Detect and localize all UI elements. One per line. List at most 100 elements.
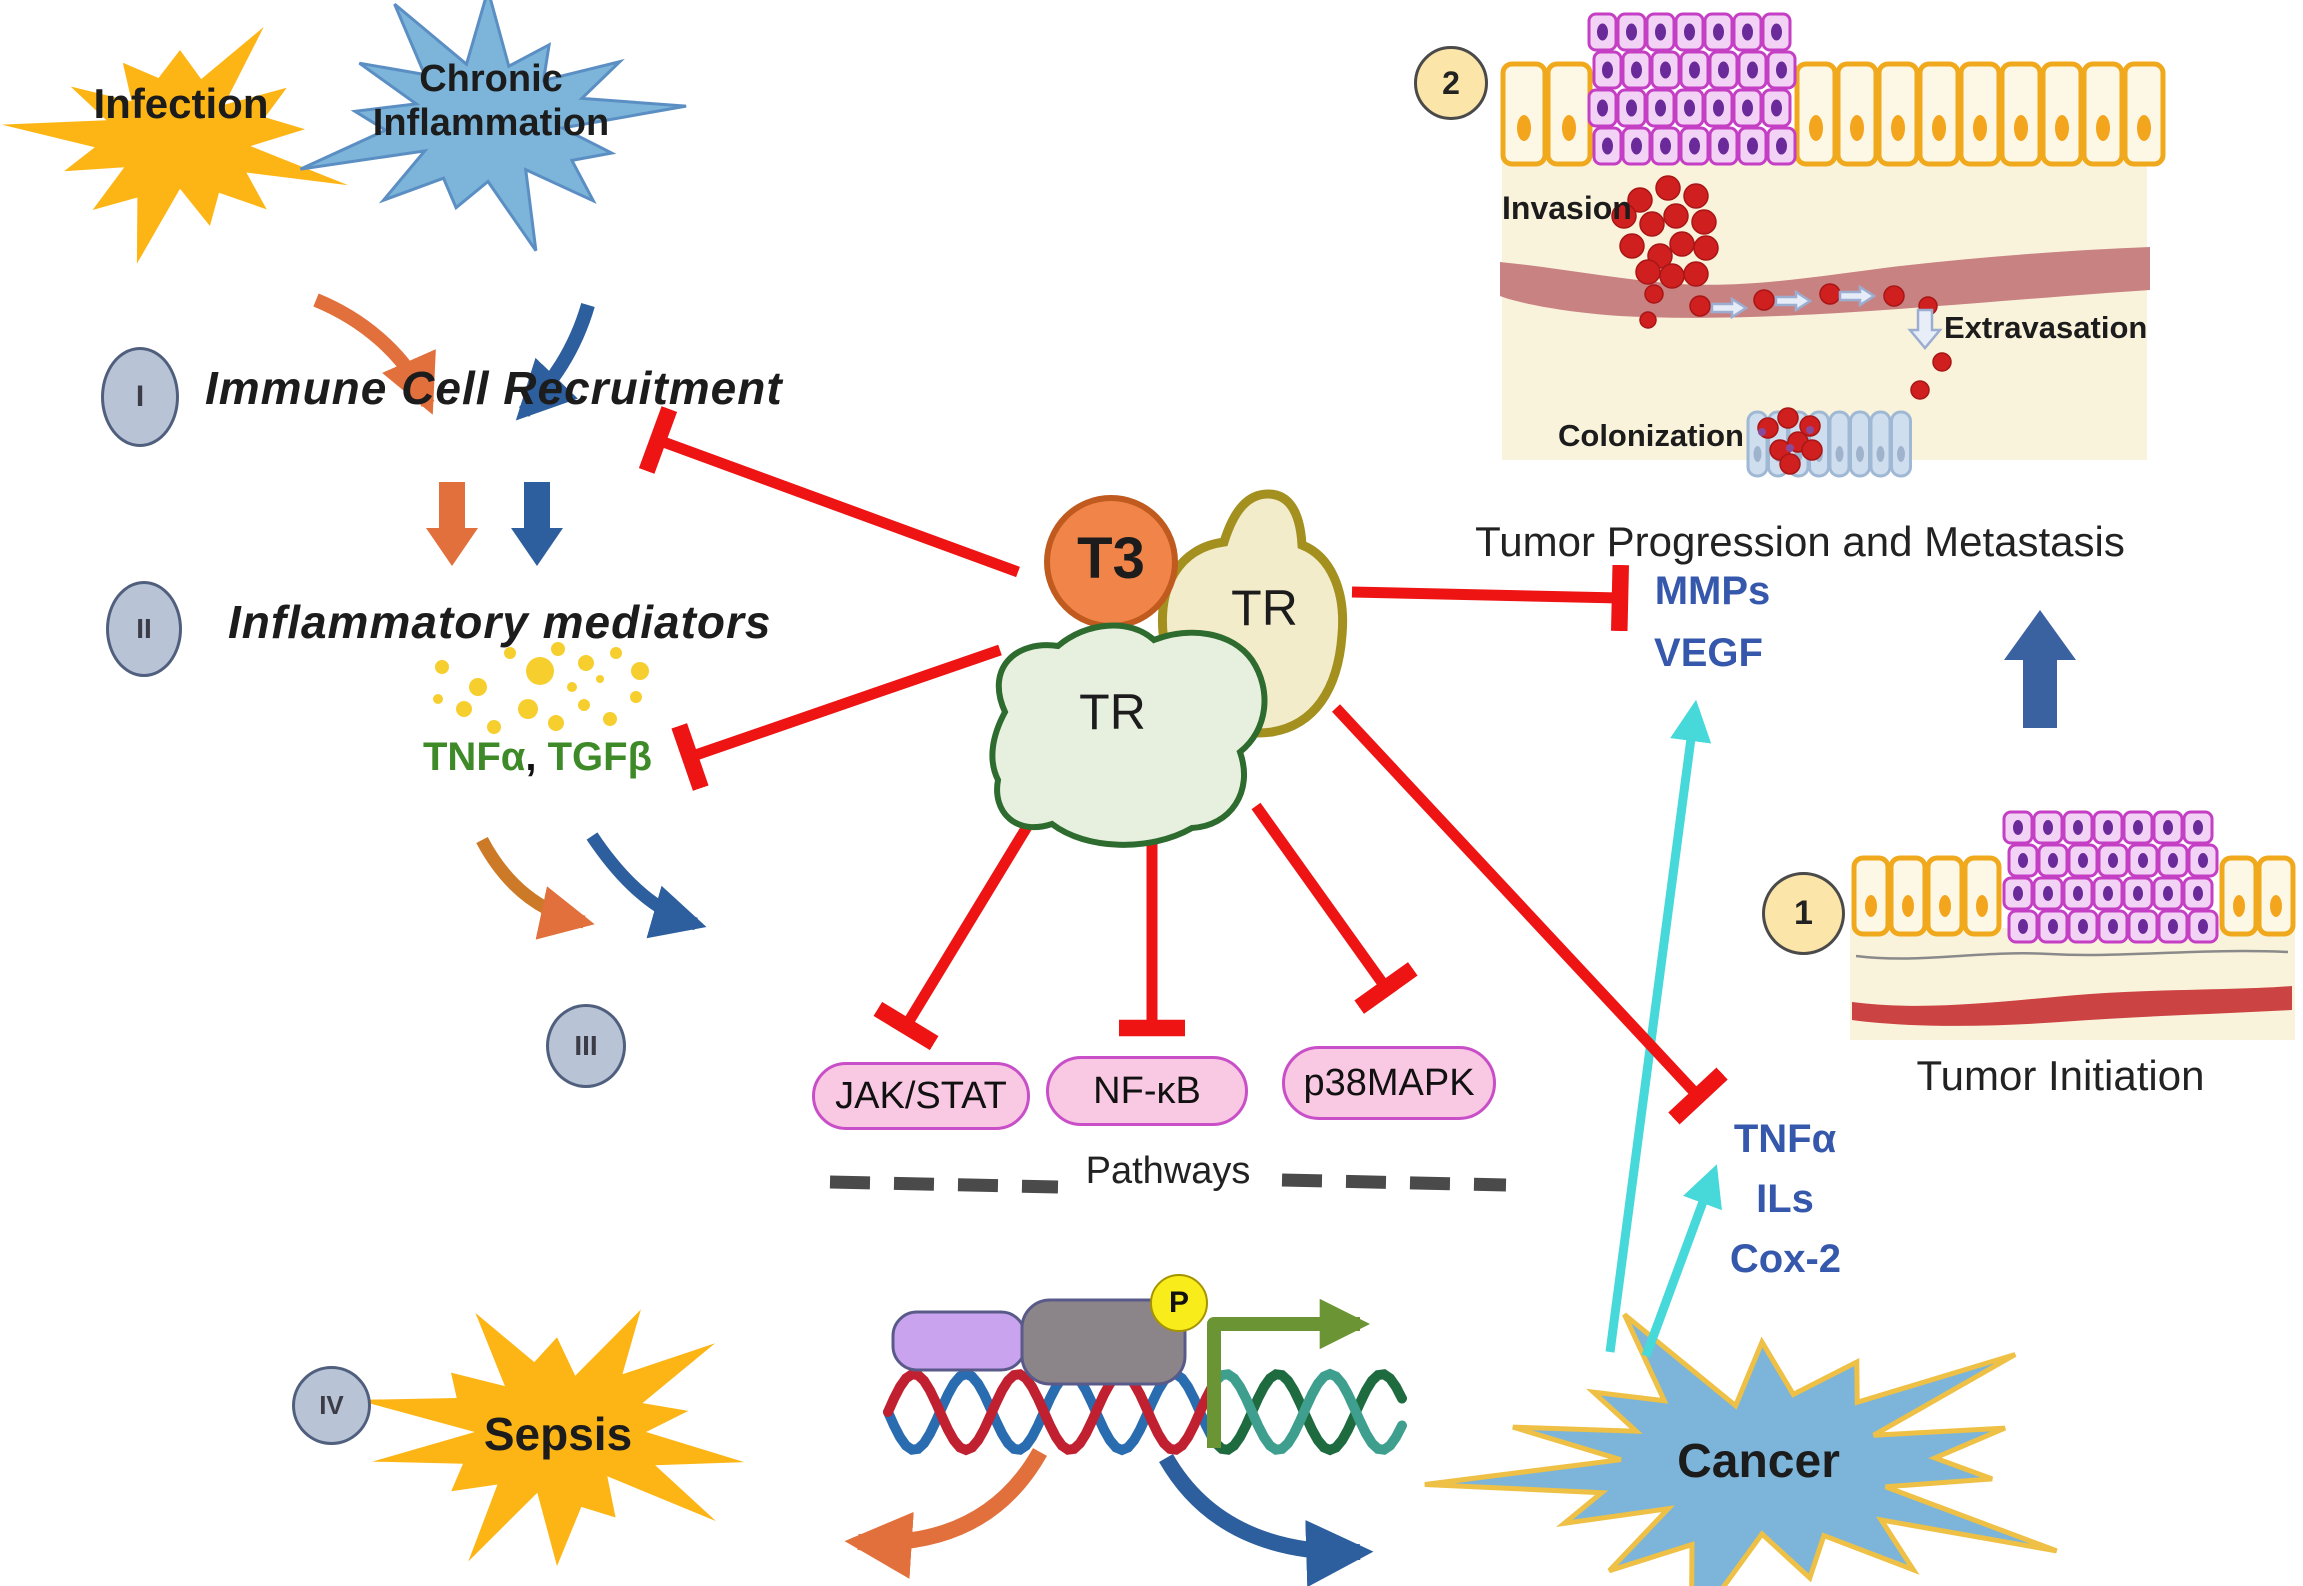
- cell: [2040, 61, 2084, 167]
- phospho-circle: P: [1150, 1274, 1208, 1332]
- tumor-cell-nucleus: [1626, 23, 1637, 41]
- cell-nucleus: [1856, 446, 1864, 462]
- tumor-cell-nucleus: [2103, 886, 2113, 901]
- cancer-starburst: [1424, 1312, 2058, 1586]
- curved-arrow-mediators-orange: [476, 836, 595, 940]
- tumor-cell-nucleus: [2103, 820, 2113, 835]
- tumor-cell-nucleus: [2048, 919, 2058, 934]
- step-1-num: 1: [1794, 894, 1813, 932]
- flow-arrow: [1774, 289, 1813, 313]
- stage-num-i: I: [135, 380, 145, 413]
- curved-arrow-chronic: [515, 303, 595, 421]
- curved-arrow-output-left: [844, 1448, 1047, 1579]
- tr-blob-green: [989, 622, 1268, 848]
- tumor-cell-nucleus: [2018, 919, 2028, 934]
- tumor-cell-nucleus: [2193, 886, 2203, 901]
- tumor-cell-nucleus: [1597, 23, 1608, 41]
- cell-nucleus: [1517, 115, 1531, 141]
- tumor-cell-nucleus: [2163, 820, 2173, 835]
- stage-circle-iii: III: [546, 1004, 626, 1088]
- colonization-label: Colonization: [1558, 418, 1744, 453]
- cox2-label: Cox-2: [1729, 1237, 1842, 1281]
- infection-label: Infection: [93, 80, 269, 127]
- cell-nucleus: [1876, 446, 1885, 462]
- tumor-cell-nucleus: [2168, 853, 2178, 868]
- epithelium-row-initiation: [1851, 855, 2296, 937]
- curved-arrow-mediators-blue: [586, 832, 707, 939]
- tumor-cell-block-initiation: [2002, 810, 2219, 944]
- tnfa-label: TNFα: [423, 735, 526, 779]
- cell: [1917, 61, 1961, 167]
- progression-caption: Tumor Progression and Metastasis: [1475, 518, 2125, 565]
- cell: [1835, 61, 1879, 167]
- tumor-cell-red: [1639, 211, 1665, 237]
- ils-label: ILs: [1756, 1177, 1814, 1221]
- cell: [1849, 410, 1871, 478]
- colonization-cells: [1746, 407, 1912, 478]
- tumor-cell-red: [1932, 352, 1952, 372]
- stage-circle-ii: II: [106, 581, 182, 677]
- sepsis-starburst: [356, 1309, 745, 1567]
- tumor-cell-nucleus: [2108, 919, 2118, 934]
- cell: [1890, 410, 1912, 478]
- cell-nucleus: [1850, 115, 1864, 141]
- curved-arrow-infection: [313, 293, 436, 415]
- tumor-cell-nucleus: [1602, 61, 1613, 79]
- stage-circle-iv: IV: [292, 1366, 371, 1445]
- tumor-cell-nucleus: [1718, 137, 1729, 155]
- tumor-cell-red: [1910, 380, 1930, 400]
- tumor-cell-nucleus: [1684, 99, 1695, 117]
- down-arrow-blue: [511, 482, 563, 566]
- cyan-arrow-mmps-vegf: [1605, 699, 1712, 1353]
- cell: [1869, 410, 1892, 478]
- tumor-cell-nucleus: [1747, 61, 1758, 79]
- inhibit-line-mediators: [671, 644, 1002, 791]
- red-cell-nucleus: [1786, 444, 1794, 452]
- dashed-line-right: [1281, 1173, 1507, 1192]
- cell: [1794, 61, 1838, 167]
- mediator-dot: [504, 647, 516, 659]
- tumor-cell-red: [1777, 407, 1799, 429]
- pill-p38mapk-label: p38MAPK: [1303, 1061, 1475, 1104]
- inhibit-line-p38mapk: [1251, 802, 1418, 1014]
- step-circle-1: 1: [1762, 872, 1845, 955]
- tumor-cell-red: [1669, 231, 1695, 257]
- cell-nucleus: [1835, 446, 1844, 462]
- mediator-dot: [433, 694, 443, 704]
- tumor-cell-block-progression: [1587, 12, 1797, 166]
- mediator-names: TNFα, TGFβ: [410, 734, 665, 780]
- cell-nucleus: [1976, 895, 1988, 917]
- initiation-caption: Tumor Initiation: [1916, 1052, 2205, 1099]
- flow-arrow: [1838, 284, 1877, 308]
- cell: [2122, 61, 2166, 167]
- cell-nucleus: [2137, 115, 2151, 141]
- tumor-cell-nucleus: [1660, 137, 1671, 155]
- pill-nfkb-label: NF-κB: [1093, 1069, 1201, 1112]
- tumor-cell-nucleus: [1713, 23, 1724, 41]
- vegf-label: VEGF: [1654, 631, 1763, 675]
- tumor-cell-red: [1801, 439, 1823, 461]
- tumor-cell-nucleus: [1689, 137, 1700, 155]
- red-cell-nucleus: [1758, 428, 1766, 436]
- tumor-cell-nucleus: [1689, 61, 1700, 79]
- tumor-cell-red: [1693, 235, 1719, 261]
- invasion-label: Invasion: [1502, 190, 1632, 226]
- mediator-dot: [548, 715, 564, 731]
- tumor-cell-nucleus: [2193, 820, 2203, 835]
- tumor-cell-nucleus: [1660, 61, 1671, 79]
- infection-starburst: [1, 27, 349, 264]
- tumor-cell-red: [1635, 259, 1661, 285]
- pill-p38mapk: p38MAPK: [1282, 1046, 1496, 1120]
- tumor-cell-nucleus: [2138, 919, 2148, 934]
- cell: [1828, 410, 1851, 478]
- cell: [2081, 61, 2125, 167]
- tumor-cell-nucleus: [2078, 853, 2088, 868]
- cell-nucleus: [2233, 895, 2245, 917]
- step-circle-2: 2: [1414, 46, 1488, 120]
- dna-helix: [883, 1368, 1407, 1456]
- t3-label: T3: [1077, 526, 1145, 591]
- mediator-dot: [630, 691, 642, 703]
- tumor-cell-nucleus: [1631, 137, 1642, 155]
- transcription-start-arrow: [1207, 1298, 1371, 1448]
